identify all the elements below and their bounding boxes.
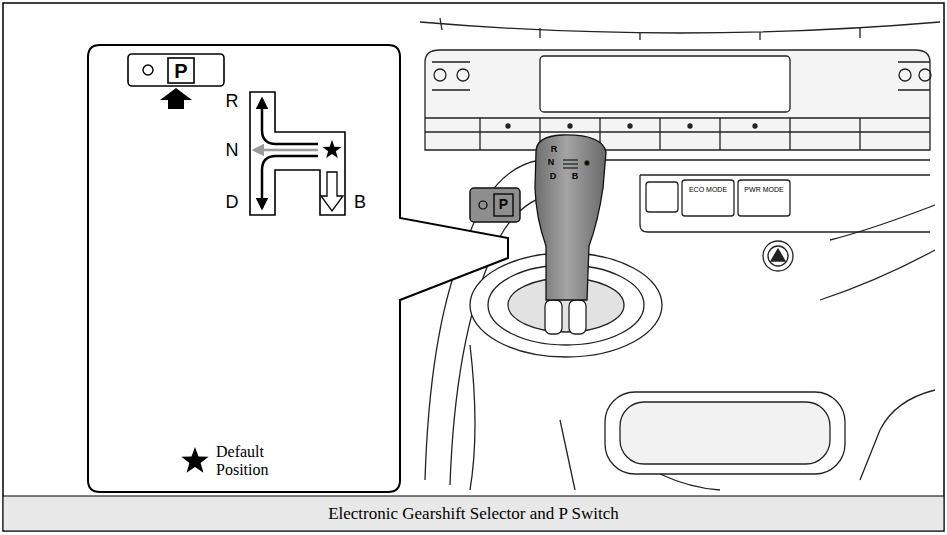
figure-frame	[3, 3, 944, 531]
drawing-circle	[899, 69, 911, 81]
d-arrow	[262, 156, 318, 208]
p-symbol: P	[499, 197, 508, 212]
shift-gate	[181, 92, 345, 473]
shifter-stub	[569, 300, 586, 334]
gear-letter: D	[226, 193, 239, 213]
gear-letter: N	[226, 141, 239, 161]
dash-ticks	[440, 18, 860, 40]
drawing-circle	[457, 69, 469, 81]
drawing-rect	[128, 54, 224, 86]
drawing-rect	[168, 58, 194, 83]
r-arrow	[262, 99, 318, 144]
legend-star	[181, 447, 208, 473]
eco-button	[682, 180, 734, 216]
p-switch-icon	[128, 54, 224, 109]
hazard-button	[763, 241, 793, 271]
drawing-circle	[143, 65, 153, 75]
knob-letter: D	[550, 172, 557, 182]
figure-caption: Electronic Gearshift Selector and P Swit…	[3, 504, 944, 524]
knob-letter: B	[572, 172, 579, 182]
console-lower	[660, 390, 935, 490]
drawing-path	[250, 92, 345, 215]
caption-rule	[3, 495, 944, 496]
drawing-circle	[628, 124, 632, 128]
default-note: Default Position	[216, 443, 296, 478]
drawing-rect	[620, 402, 830, 464]
hazard-triangle	[771, 249, 785, 261]
callout-box	[88, 45, 508, 492]
display-screen	[540, 56, 790, 112]
blank-switch	[646, 182, 678, 212]
pwr-button	[738, 180, 790, 216]
default-star	[323, 140, 342, 158]
n-arrow	[254, 149, 318, 152]
drawing-circle	[919, 69, 931, 81]
gear-letter: B	[354, 193, 366, 213]
drawing-circle	[568, 124, 572, 128]
drawing-rect	[494, 194, 513, 216]
drawing-circle	[753, 124, 757, 128]
drawing-circle	[506, 124, 510, 128]
console-lines	[470, 345, 575, 490]
knob-gate-mark	[563, 160, 578, 168]
gear-letter: R	[226, 92, 239, 112]
p-button	[470, 188, 520, 222]
button-label: ECO MODE	[684, 186, 732, 194]
shift-knob	[535, 135, 606, 300]
button-strip	[425, 118, 930, 132]
drawing-circle	[434, 69, 446, 81]
vent-lines	[432, 62, 930, 90]
center-panel	[425, 50, 930, 150]
shifter-stub	[545, 300, 562, 334]
drawing-circle	[479, 201, 487, 209]
cup-holder	[605, 392, 845, 474]
console-surround	[425, 160, 930, 480]
console-side	[820, 205, 935, 300]
dash-edge	[420, 22, 940, 33]
knob-letter: N	[548, 158, 555, 168]
button-label: PWR MODE	[740, 186, 788, 194]
drawing-circle	[768, 246, 788, 266]
drawing-circle	[688, 124, 692, 128]
knob-dot	[585, 161, 589, 165]
caption-band	[4, 496, 944, 530]
b-arrow	[321, 172, 343, 211]
press-arrow	[160, 88, 192, 109]
knob-letter: R	[551, 145, 558, 155]
p-symbol: P	[174, 60, 187, 82]
